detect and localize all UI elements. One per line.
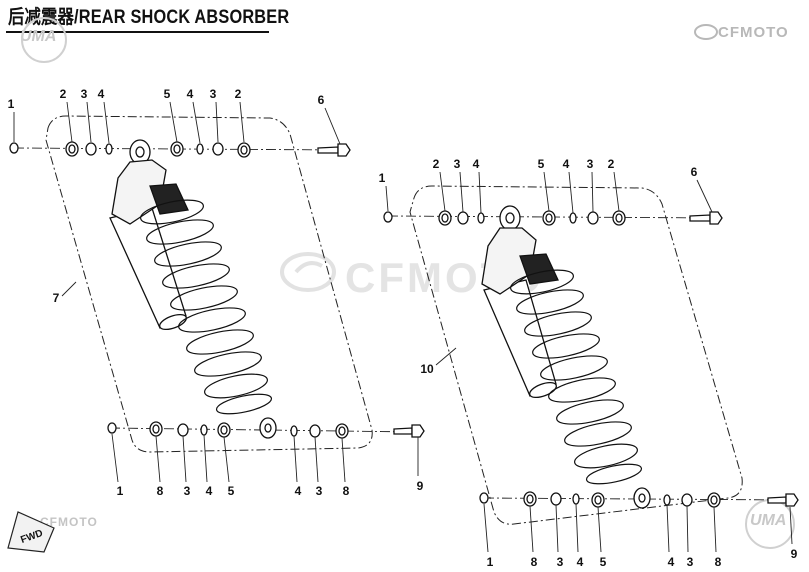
right-bottom-callout-9: 9 [791,547,798,561]
left-top-callout-7-leader [215,101,219,143]
right-bottom-callout-1-leader [483,503,489,553]
right-bottom-callout-7-leader [686,505,689,553]
title-underline [6,31,269,33]
left-bottom-callout-3-leader [182,435,187,483]
left-bottom-callout-1-leader [111,433,119,483]
right-bottom-callout-4: 4 [577,555,584,569]
cfmoto-logo-top-right: CFMOTO [718,24,789,41]
right-shock-body [481,205,651,509]
left-top-callout-5-leader [169,101,178,143]
right-shock-callout-leader [435,347,457,366]
left-shock-body [109,139,277,439]
left-bottom-callout-4: 4 [206,484,213,498]
left-bottom-callout-5: 5 [228,484,235,498]
right-top-callout-1: 1 [379,171,386,185]
left-bottom-callout-8-leader [341,437,346,483]
right-top-hardware [383,210,723,226]
left-top-callout-5: 5 [164,87,171,101]
page-title: 后减震器/REAR SHOCK ABSORBER [8,7,290,28]
right-top-callout-9-leader [696,179,713,213]
right-boundary-outline [409,185,743,525]
left-top-callout-4: 4 [98,87,105,101]
right-top-callout-3: 3 [454,157,461,171]
right-top-callout-8: 2 [608,157,615,171]
right-bottom-hardware [479,491,799,508]
right-top-callout-3-leader [459,171,464,213]
left-top-callout-3: 3 [81,87,88,101]
left-bottom-callout-4-leader [203,434,208,483]
left-shock-assembly [9,115,425,453]
left-top-callout-8: 2 [235,87,242,101]
right-bottom-callout-5: 5 [600,555,607,569]
left-top-callout-8-leader [239,101,245,143]
left-boundary-outline [45,115,373,453]
left-bottom-callout-5-leader [223,436,230,483]
right-bottom-callout-5-leader [597,506,602,553]
right-top-callout-4: 4 [473,157,480,171]
uma-watermark-bottom-right: UMA [750,512,787,529]
left-bottom-callout-6: 4 [295,484,302,498]
left-top-callout-6-leader [192,101,201,144]
right-bottom-callout-2-leader [529,505,534,553]
left-top-callout-3-leader [86,101,92,143]
right-shock-callout: 10 [420,362,434,376]
left-bottom-callout-2: 8 [157,484,164,498]
right-bottom-callout-2: 8 [531,555,538,569]
right-top-callout-5-leader [543,171,550,212]
left-bottom-callout-7: 3 [316,484,323,498]
right-top-callout-4-leader [478,171,482,214]
right-top-callout-5: 5 [538,157,545,171]
right-top-callout-6: 4 [563,157,570,171]
left-shock-callout-leader [61,281,77,297]
uma-ring-icon [21,17,795,549]
left-bottom-callout-6-leader [293,435,298,483]
right-top-callout-8-leader [613,171,620,212]
left-bottom-callout-8: 8 [343,484,350,498]
left-bottom-callout-1: 1 [117,484,124,498]
left-bottom-callout-2-leader [155,435,161,483]
left-top-hardware [9,141,351,158]
left-top-callout-9: 6 [318,93,325,107]
right-top-callout-6-leader [568,171,574,214]
right-top-callout-2-leader [439,171,446,212]
right-bottom-callout-1: 1 [487,555,494,569]
left-top-callout-2-leader [66,101,73,143]
right-bottom-callout-4-leader [575,503,579,553]
cfmoto-logo-bottom-left: CFMOTO [40,515,98,529]
right-bottom-callout-9-leader [789,506,793,545]
right-bottom-callout-3: 3 [557,555,564,569]
right-bottom-callout-8-leader [713,506,717,553]
left-top-callout-2: 2 [60,87,67,101]
fwd-arrow-icon: FWD [7,511,55,553]
left-top-callout-9-leader [324,107,341,145]
uma-watermark-top-left: UMA [20,28,57,45]
right-bottom-callout-3-leader [555,504,559,553]
right-shock-assembly [383,185,799,525]
left-top-callout-1: 1 [8,97,15,111]
left-bottom-callout-7-leader [314,436,319,483]
right-top-callout-1-leader [385,185,389,212]
cfmoto-swoosh-icon-small [694,24,718,40]
left-bottom-callout-3: 3 [184,484,191,498]
left-top-callout-4-leader [103,101,110,144]
right-bottom-callout-6: 4 [668,555,675,569]
right-bottom-callout-7: 3 [687,555,694,569]
left-shock-callout: 7 [53,291,60,305]
left-bottom-callout-9: 9 [417,479,424,493]
right-top-callout-2: 2 [433,157,440,171]
cfmoto-swoosh-icon [280,252,336,292]
right-top-callout-7: 3 [587,157,594,171]
right-bottom-callout-8: 8 [715,555,722,569]
left-top-callout-6: 4 [187,87,194,101]
right-top-callout-9: 6 [691,165,698,179]
left-top-callout-7: 3 [210,87,217,101]
right-bottom-callout-6-leader [666,504,670,553]
right-top-callout-7-leader [591,171,594,213]
